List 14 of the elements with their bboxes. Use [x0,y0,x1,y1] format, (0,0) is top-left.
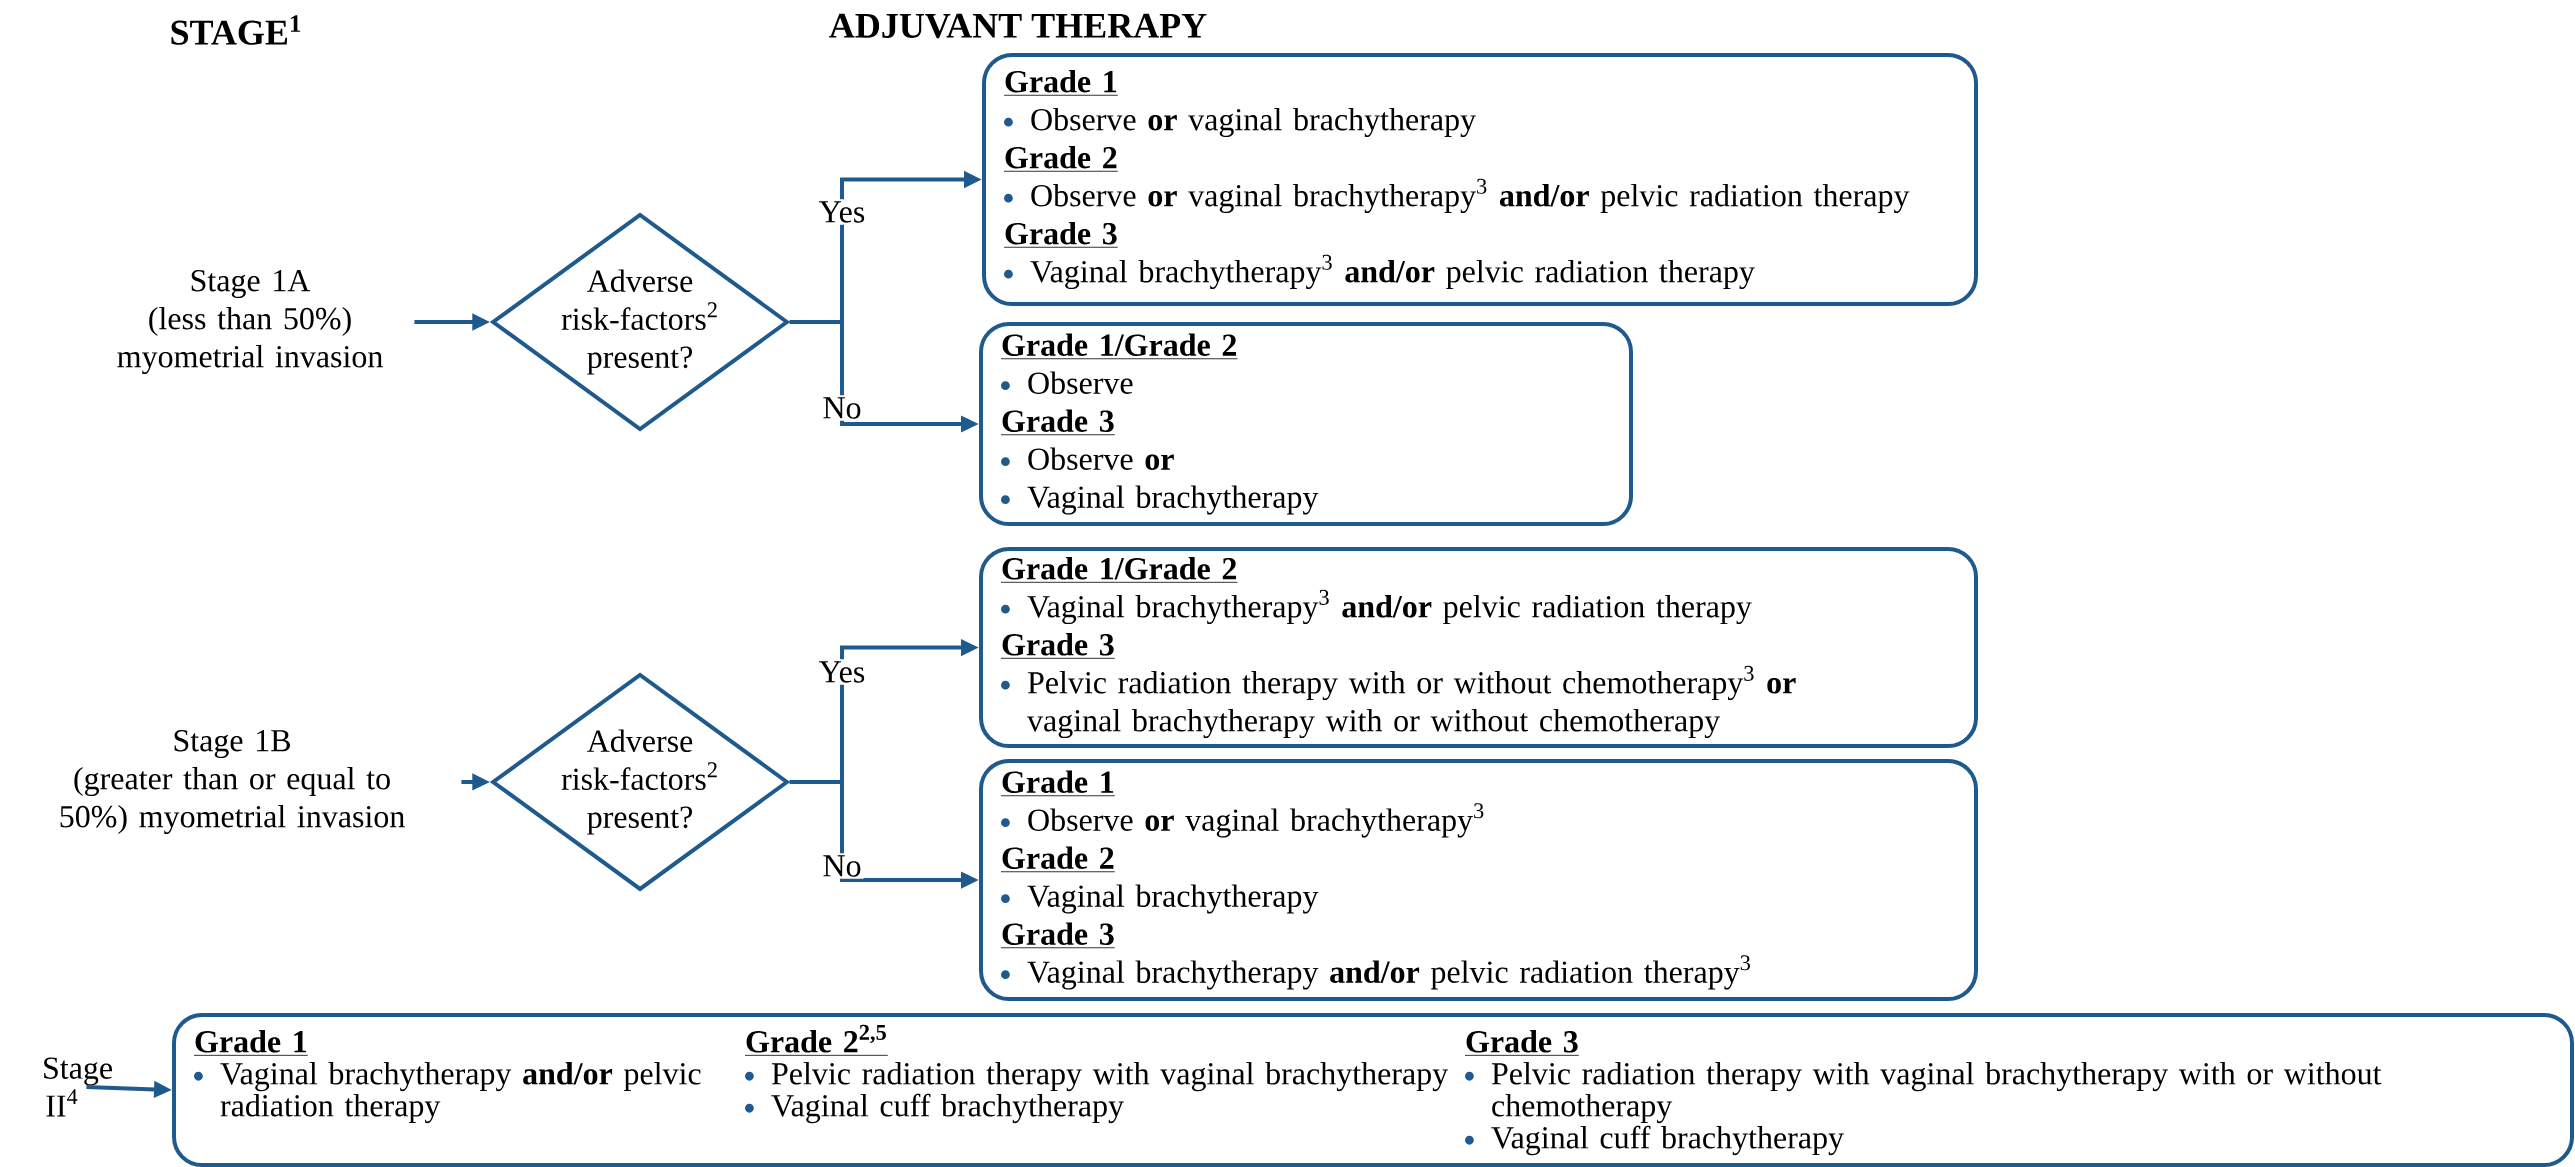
treatment-box: Grade 1/Grade 2 Observe Grade 3 Observe or Vaginal brachytherapy [979,322,1633,526]
edge-label: Yes [816,199,868,225]
edge-label: Yes [816,659,868,685]
edge-label: No [820,853,864,879]
heading: STAGE$^{1}$ [171,15,301,45]
edge-label: No [820,395,864,421]
treatment-box: Grade 1 Observe or vaginal brachytherapy Grade 2 Observe or vaginal brachytherapy$^{3}$ and/or pelvic radiation therapy Grade 3 Vaginal brachytherapy$^{3}$ and/or pelvic radiation therapy [982,53,1978,306]
stage-label: Stage II$^{4}$ [44,1057,112,1117]
stage-label: Stage 1A (less than 50%) myometrial invasion [117,269,383,375]
treatment-box: Grade 1 Vaginal brachytherapy and/or pelvic radiation therapy Grade 2$^{2,5}$ Pelvic radiation therapy with vaginal brachytherapy Vaginal cuff brachytherapy Grade 3 Pelvic radiation therapy with vaginal brachytherapy with or without chemotherapy Vaginal cuff brachytherapy [172,1013,2574,1167]
treatment-box: Grade 1/Grade 2 Vaginal brachytherapy$^{3}$ and/or pelvic radiation therapy Grade 3 Pelvic radiation therapy with or without chemotherapy$^{3}$ or vaginal brachytherapy with or without chemotherapy [979,547,1978,749]
heading: ADJUVANT THERAPY [829,13,1207,39]
treatment-box: Grade 1 Observe or vaginal brachytherapy$^{3}$ Grade 2 Vaginal brachytherapy Grade 3 Vaginal brachytherapy and/or pelvic radiation therapy$^{3}$ [979,759,1978,1001]
stage-label: Stage 1B (greater than or equal to 50%) myometrial invasion [60,729,405,835]
